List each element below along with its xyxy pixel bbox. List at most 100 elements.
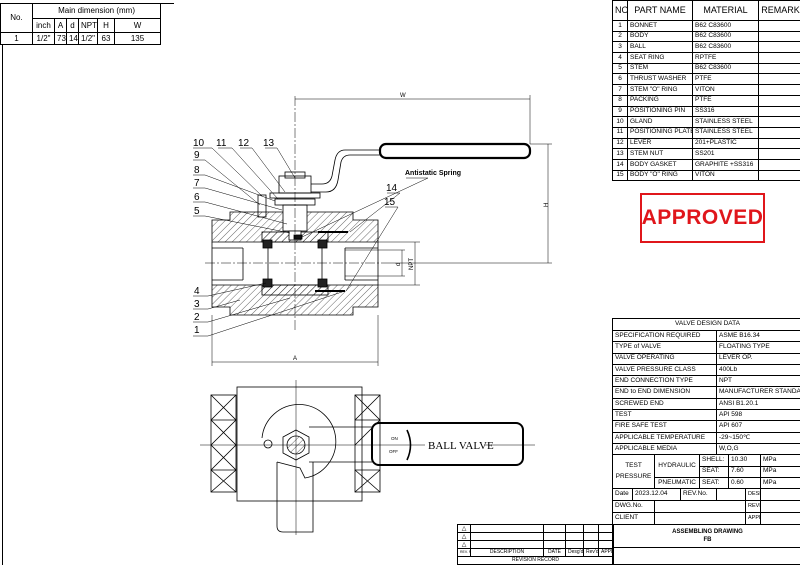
design-value: NPT: [715, 375, 800, 388]
rev-cell: [470, 532, 544, 541]
part-material: STAINLESS STEEL: [692, 116, 759, 128]
part-remark: [758, 158, 800, 171]
dim-d-label: d: [396, 263, 402, 266]
part-name: SEAT RING: [627, 52, 693, 64]
part-remark: [758, 169, 800, 182]
part-material: STAINLESS STEEL: [692, 126, 759, 139]
part-no: 7: [612, 84, 628, 96]
designed-label: DESIGNED: [745, 488, 761, 502]
parts-header-material: MATERIAL: [692, 0, 759, 21]
design-value: ANSI B1.20.1: [715, 397, 800, 411]
rev-value: [716, 488, 746, 502]
callout-13: 13: [263, 138, 275, 149]
rev-header-date: DATE: [543, 548, 566, 557]
rev-cell: [543, 532, 566, 541]
design-label: TYPE of VALVE: [612, 341, 717, 354]
revision-record-table: △△△ REV. No. DESCRIPTION DATE Desg'd Rev…: [457, 524, 614, 565]
pneumatic-seat-value: 0.60: [728, 476, 761, 490]
design-value: LEVER OP.: [715, 352, 800, 365]
revision-row: △: [457, 532, 614, 541]
part-remark: [758, 30, 800, 43]
hydraulic-seat-label: SEAT:: [699, 465, 729, 478]
part-name: POSITIONING PIN: [627, 105, 693, 118]
part-material: PTFE: [692, 73, 759, 86]
part-no: 13: [612, 148, 628, 160]
part-material: VITON: [692, 84, 759, 96]
part-name: BONNET: [627, 20, 693, 32]
pneumatic-label: PNEUMATIC: [654, 476, 700, 490]
rev-header-reviewed: Rev'd: [583, 548, 599, 557]
shell-unit: MPa: [759, 454, 800, 467]
callout-5: 5: [194, 206, 200, 217]
valve-top-view: [200, 380, 535, 535]
design-value: W,O,G: [715, 442, 800, 456]
design-value: FLOATING TYPE: [715, 341, 800, 354]
part-material: PTFE: [692, 94, 759, 107]
design-value: API 598: [715, 409, 800, 422]
design-value: -29~150℃: [715, 431, 800, 444]
part-name: STEM NUT: [627, 148, 693, 160]
dim-w-label: W: [400, 93, 406, 99]
part-material: B62 C83600: [692, 20, 759, 32]
callout-4: 4: [194, 286, 200, 297]
pneumatic-seat-label: SEAT:: [699, 476, 729, 490]
part-remark: [758, 41, 800, 54]
designed-value: [759, 488, 800, 502]
design-data-title: VALVE DESIGN DATA: [611, 318, 800, 331]
rev-header-no: REV. No.: [457, 548, 471, 557]
part-material: VITON: [692, 169, 759, 182]
design-label: APPLICABLE MEDIA: [612, 442, 717, 456]
part-no: 10: [612, 116, 628, 128]
revision-triangle-icon: △: [457, 540, 471, 549]
part-material: SS201: [692, 148, 759, 160]
rev-cell: [565, 524, 584, 533]
client-value: [654, 512, 746, 526]
callout-9: 9: [194, 150, 200, 161]
approved-value: [759, 512, 800, 526]
part-no: 2: [612, 30, 628, 43]
rev-header-description: DESCRIPTION: [470, 548, 544, 557]
part-material: 201+PLASTIC: [692, 137, 759, 150]
rev-cell: [598, 532, 614, 541]
part-name: POSITIONING PLATE: [627, 126, 693, 139]
dim-npt-label: NPT: [409, 258, 415, 270]
cell-a: 73: [54, 32, 67, 45]
on-label: ON: [391, 436, 398, 441]
revision-triangle-icon: △: [457, 524, 471, 533]
rev-label: REV.No.: [680, 488, 717, 502]
callout-labels: 1 2 3 4 5 6 7 8 9 10 11 12 13 14 15: [193, 138, 398, 336]
cell-w: 135: [113, 32, 162, 45]
callout-7: 7: [194, 178, 200, 189]
approved-label: APPROVED: [745, 512, 761, 526]
rev-header-approved: APPD: [598, 548, 614, 557]
parts-header-name: PART NAME: [627, 0, 693, 21]
client-label: CLIENT: [612, 512, 655, 526]
part-name: STEM: [627, 62, 693, 75]
part-remark: [758, 116, 800, 128]
callout-6: 6: [194, 192, 200, 203]
revision-triangle-icon: △: [457, 532, 471, 541]
dim-a-label: A: [293, 356, 297, 362]
dimension-lines: [211, 95, 552, 366]
valve-design-data-table: VALVE DESIGN DATA SPECIFICATION REQUIRED…: [611, 318, 800, 565]
blank-row: [611, 547, 800, 565]
design-value: ASME B16.34: [715, 329, 800, 343]
part-name: STEM "O" RING: [627, 84, 693, 96]
rev-cell: [598, 540, 614, 549]
design-value: 400Lb: [715, 363, 800, 377]
